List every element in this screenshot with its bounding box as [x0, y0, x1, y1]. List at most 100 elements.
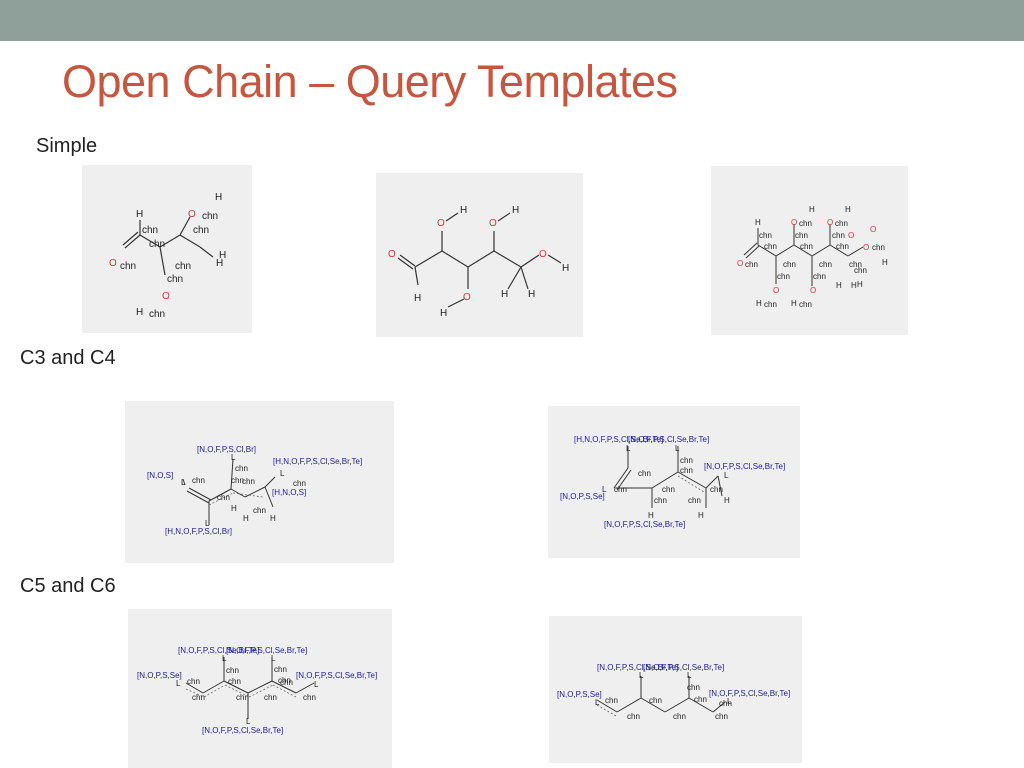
atom-label: O: [388, 249, 396, 260]
structure-simple-3: H chn chn O chn O chn chn O H chn chn O …: [737, 205, 888, 309]
atom-label: chn: [228, 677, 241, 686]
atom-label: [N,O,S]: [147, 471, 173, 480]
atom-label: H: [562, 263, 569, 274]
top-bar: [0, 0, 1024, 41]
atom-label: chn: [217, 493, 230, 502]
atom-label: chn: [719, 699, 732, 708]
section-label-c5-c6: C5 and C6: [20, 575, 116, 597]
atom-label: chn: [849, 260, 862, 269]
atom-label: H: [136, 209, 143, 220]
atom-label: chn: [149, 309, 165, 320]
atom-label: [N,O,F,P,S,Cl,Br]: [197, 445, 256, 454]
atom-label: O: [109, 258, 117, 269]
atom-label: L: [314, 680, 319, 689]
atom-label: chn: [253, 506, 266, 515]
atom-label: [N,O,F,P,S,Cl,Se,Br,Te]: [296, 671, 377, 680]
atom-label: [N,O,F,P,S,Cl,Se,Br,Te]: [604, 520, 685, 529]
atom-label: H: [215, 192, 222, 203]
atom-label: chn: [226, 666, 239, 675]
atom-label: chn: [280, 678, 293, 687]
atom-label: chn: [293, 479, 306, 488]
atom-label: L: [181, 478, 186, 487]
atom-label: H: [512, 205, 519, 216]
atom-label: L: [246, 717, 251, 726]
atom-label: [N,O,P,S,Se]: [137, 671, 182, 680]
atom-label: [H,N,O,F,P,S,Cl,Se,Br,Te]: [574, 435, 663, 444]
atom-label: chn: [694, 695, 707, 704]
template-simple-1: H chn chn O chn chn chn O chn H chn H H …: [82, 165, 252, 333]
atom-label: L: [205, 519, 210, 528]
atom-label: chn: [777, 272, 790, 281]
atom-label: H: [851, 281, 857, 290]
atom-label: [H,N,O,F,P,S,Cl,Se,Br,Te]: [273, 457, 362, 466]
atom-label: H: [724, 496, 730, 505]
atom-label: H: [791, 299, 797, 308]
template-c3c4-2: [H,N,O,F,P,S,Cl,Se,Br,Te] [N,O,F,P,S,Cl,…: [548, 406, 800, 558]
atom-label: O: [791, 218, 797, 227]
atom-label: chn: [764, 300, 777, 309]
atom-label: L: [271, 654, 276, 663]
atom-label: L: [687, 671, 692, 680]
structure-c3c4-2: [H,N,O,F,P,S,Cl,Se,Br,Te] [N,O,F,P,S,Cl,…: [560, 435, 785, 529]
atom-label: H: [270, 514, 276, 523]
atom-label: [N,O,F,P,S,Cl,Se,Br,Te]: [628, 435, 709, 444]
template-c3c4-1: [N,O,F,P,S,Cl,Br] L chn [N,O,S] L chn ch…: [125, 401, 394, 563]
atom-label: chn: [836, 242, 849, 251]
atom-label: H: [756, 299, 762, 308]
atom-label: H: [216, 258, 223, 269]
atom-label: H: [755, 218, 761, 227]
atom-label: [N,O,F,P,S,Cl,Se,Br,Te]: [226, 646, 307, 655]
atom-label: H: [414, 293, 421, 304]
structure-simple-1: H chn chn O chn chn chn O chn H chn H H …: [109, 192, 226, 320]
atom-label: chn: [764, 242, 777, 251]
atom-label: [N,O,P,S,Se]: [560, 492, 605, 501]
atom-label: chn: [673, 712, 686, 721]
atom-label: chn: [192, 476, 205, 485]
atom-label: chn: [605, 696, 618, 705]
atom-label: chn: [193, 225, 209, 236]
atom-label: [N,O,F,P,S,Cl,Se,Br,Te]: [704, 462, 785, 471]
atom-label: chn: [142, 225, 158, 236]
atom-label: chn: [872, 243, 885, 252]
atom-label: [N,O,P,S,Se]: [557, 690, 602, 699]
section-label-c3-c4: C3 and C4: [20, 347, 116, 369]
atom-label: H: [836, 281, 842, 290]
atom-label: chn: [800, 242, 813, 251]
atom-label: chn: [192, 693, 205, 702]
atom-label: H: [243, 514, 249, 523]
atom-label: chn: [303, 693, 316, 702]
atom-label: O: [870, 225, 876, 234]
template-simple-2: O H O H O O H H H H O H: [376, 173, 583, 337]
atom-label: O: [737, 259, 743, 268]
atom-label: L: [595, 698, 600, 707]
atom-label: chn: [662, 485, 675, 494]
atom-label: chn: [759, 231, 772, 240]
atom-label: chn: [710, 485, 723, 494]
atom-label: H: [648, 511, 654, 520]
atom-label: chn: [799, 219, 812, 228]
structure-c3c4-1: [N,O,F,P,S,Cl,Br] L chn [N,O,S] L chn ch…: [147, 445, 362, 536]
atom-label: H: [219, 250, 226, 261]
atom-label: O: [539, 249, 547, 260]
atom-label: L: [639, 671, 644, 680]
atom-label: chn: [236, 693, 249, 702]
atom-label: O: [848, 231, 854, 240]
atom-label: O: [489, 218, 497, 229]
atom-label: O: [773, 286, 779, 295]
atom-label: [N,O,F,P,S,Cl,Se,Br,Te]: [709, 689, 790, 698]
structure-c5c6-1: [N,O,F,P,S,Cl,Se,Br,Te] [N,O,F,P,S,Cl,Se…: [137, 646, 377, 735]
atom-label: chn: [795, 231, 808, 240]
atom-label: chn: [231, 476, 244, 485]
atom-label: H: [845, 205, 851, 214]
atom-label: O: [162, 291, 170, 302]
atom-label: O: [188, 209, 196, 220]
atom-label: chn: [235, 464, 248, 473]
atom-label: O: [810, 286, 816, 295]
atom-label: chn: [832, 231, 845, 240]
atom-label: [N,O,F,P,S,Cl,Se,Br,Te]: [178, 646, 259, 655]
atom-label: chn: [854, 266, 867, 275]
atom-label: [N,O,F,P,S,Cl,Se,Br,Te]: [643, 663, 724, 672]
atom-label: L: [727, 697, 732, 706]
atom-label: chn: [745, 260, 758, 269]
atom-label: H: [231, 504, 237, 513]
